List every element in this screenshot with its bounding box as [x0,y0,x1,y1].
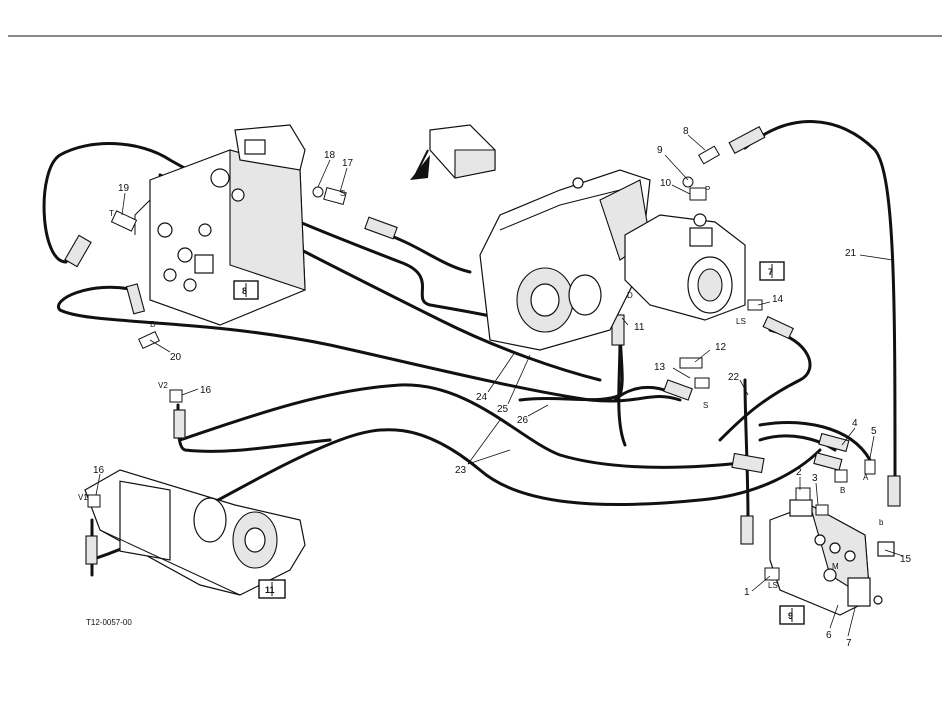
port-M: M [832,562,839,571]
callout-4: 4 [852,418,858,429]
callout-1: 1 [744,587,750,598]
callout-26: 26 [517,415,529,426]
port-LS-valve: LS [768,581,778,590]
callout-16-upper: 16 [200,385,212,396]
port-D-valve: D [150,320,156,329]
port-P: P [705,185,710,194]
callout-10: 10 [660,178,672,189]
winch [85,470,305,595]
fitting-sleeve [814,453,842,470]
callout-19: 19 [118,183,130,194]
callout-18: 18 [324,150,336,161]
figure-reference: T12-0057-00 [86,618,132,627]
fitting-sleeve [729,127,765,154]
port-T: T [109,209,114,218]
fitting-sleeve [127,284,145,314]
callout-24: 24 [476,392,488,403]
callout-20: 20 [170,352,182,363]
port-b: b [879,518,884,527]
book-ref-winch: 11 [259,580,285,598]
direction-arrow-icon [410,125,495,180]
callout-14: 14 [772,294,784,305]
fitting-sleeve [763,317,793,339]
fitting-sleeve [732,454,764,473]
callout-22: 22 [728,372,740,383]
hose-v2 [178,405,330,451]
callout-7: 7 [846,638,852,649]
book-ref-valve-block: 8 [234,281,258,299]
port-LS-pump: LS [736,317,746,326]
fitting-sleeve [365,217,397,239]
callout-12: 12 [715,342,727,353]
book-ref-number: 9 [788,611,793,621]
port-V2: V2 [158,381,168,390]
fitting-sleeve [174,410,185,438]
port-B: B [840,486,845,495]
port-A: A [863,473,869,482]
callout-3: 3 [812,473,818,484]
fitting-sleeve [741,516,753,544]
fitting-sleeve [86,536,97,564]
hydraulic-pump [625,214,745,320]
fitting-sleeve [65,235,91,266]
control-valve [770,500,894,615]
book-ref-number: 11 [265,585,275,595]
callout-11: 11 [634,322,645,333]
book-ref-pump: 7 [760,262,784,280]
port-V1: V1 [78,493,88,502]
callout-25: 25 [497,404,509,415]
callout-16-lower: 16 [93,465,105,476]
port-S-lower: S [703,401,708,410]
callout-23: 23 [455,465,467,476]
callout-21: 21 [845,248,857,259]
callout-2: 2 [796,467,802,478]
book-ref-number: 7 [768,267,773,277]
fitting-sleeve [888,476,900,506]
callout-9: 9 [657,145,663,156]
callout-6: 6 [826,630,832,641]
callout-13: 13 [654,362,666,373]
port-D-gear: D [627,291,633,300]
callout-8: 8 [683,126,689,137]
callout-5: 5 [871,426,877,437]
callout-15: 15 [900,554,912,565]
book-ref-control-valve: 9 [780,606,804,624]
port-S-top: S [340,189,345,198]
callout-17: 17 [342,158,354,169]
hose-22 [745,380,748,520]
book-ref-number: 8 [242,286,247,296]
